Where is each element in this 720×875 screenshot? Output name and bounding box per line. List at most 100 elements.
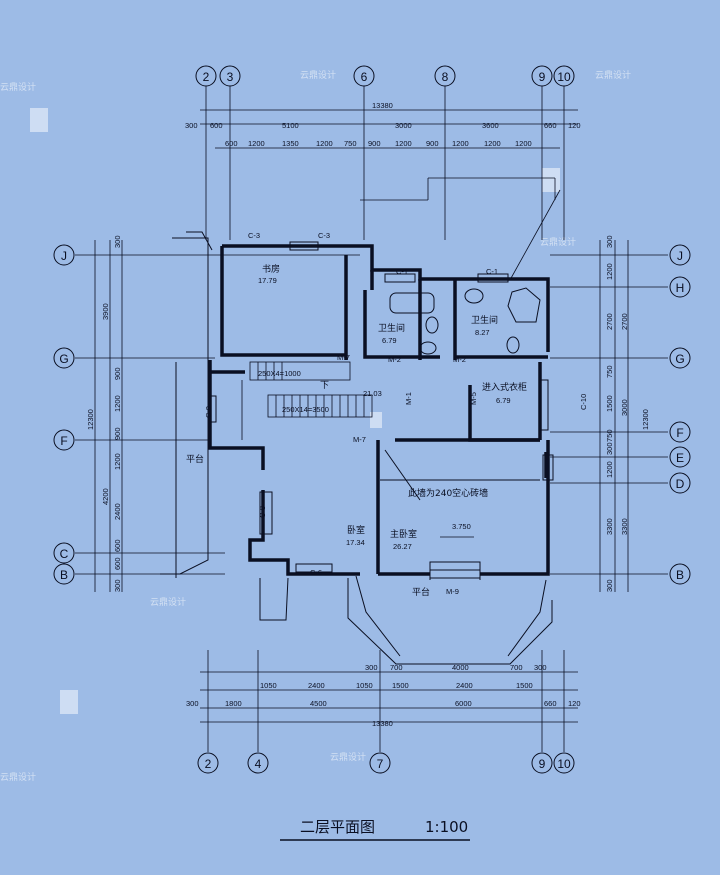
walls: [208, 244, 550, 576]
drawing-scale: 1:100: [425, 818, 468, 836]
svg-text:3000: 3000: [395, 121, 412, 130]
toilet-icon: [425, 316, 439, 334]
toilet-icon: [506, 336, 520, 354]
svg-text:12300: 12300: [86, 409, 95, 430]
svg-text:3: 3: [227, 70, 234, 84]
svg-text:300: 300: [605, 235, 614, 248]
svg-text:300: 300: [186, 699, 199, 708]
watermark-logos: [30, 108, 560, 714]
svg-text:1200: 1200: [605, 461, 614, 478]
room-name: 平台: [186, 453, 204, 465]
svg-text:B: B: [60, 568, 68, 582]
drawing-title: 二层平面图: [300, 818, 375, 836]
svg-text:8: 8: [442, 70, 449, 84]
svg-text:C-3: C-3: [318, 231, 330, 240]
svg-text:1200: 1200: [316, 139, 333, 148]
svg-text:300: 300: [113, 579, 122, 592]
svg-text:600: 600: [210, 121, 223, 130]
svg-text:300: 300: [605, 579, 614, 592]
svg-text:300: 300: [534, 663, 547, 672]
svg-text:1050: 1050: [260, 681, 277, 690]
svg-text:J: J: [677, 249, 683, 263]
svg-text:2400: 2400: [456, 681, 473, 690]
axis-bubbles: [53, 65, 691, 774]
axis-labels: 2 3 6 8 9 10 2 4 7 9 10 J G F C B J H G …: [59, 70, 684, 771]
svg-text:4: 4: [255, 757, 262, 771]
svg-text:1200: 1200: [484, 139, 501, 148]
svg-text:2700: 2700: [605, 313, 614, 330]
svg-text:120: 120: [568, 699, 581, 708]
svg-text:C-1: C-1: [396, 267, 408, 276]
room-name: 主卧室: [390, 528, 417, 540]
svg-text:D: D: [676, 477, 685, 491]
svg-text:750: 750: [605, 365, 614, 378]
svg-text:750: 750: [344, 139, 357, 148]
svg-text:1500: 1500: [392, 681, 409, 690]
watermark-text: 云鼎设计: [300, 69, 336, 81]
svg-text:M-2: M-2: [388, 355, 401, 364]
watermark-text: 云鼎设计: [540, 236, 576, 248]
watermark-logo-icon: [30, 108, 48, 132]
watermark-logo-icon: [542, 168, 560, 192]
svg-text:4000: 4000: [452, 663, 469, 672]
svg-text:F: F: [60, 434, 67, 448]
svg-text:E: E: [676, 451, 684, 465]
room-area: 17.79: [258, 276, 277, 285]
svg-text:9: 9: [539, 70, 546, 84]
railings: [160, 231, 554, 665]
svg-text:700: 700: [390, 663, 403, 672]
watermark-text: 云鼎设计: [150, 596, 186, 608]
svg-text:M-1: M-1: [404, 392, 413, 405]
svg-text:J: J: [61, 249, 67, 263]
svg-text:1800: 1800: [225, 699, 242, 708]
room-area: 6.79: [382, 336, 397, 345]
svg-text:300: 300: [185, 121, 198, 130]
svg-text:2700: 2700: [620, 313, 629, 330]
bathroom-fixtures: [389, 287, 541, 355]
svg-text:700: 700: [510, 663, 523, 672]
svg-text:1200: 1200: [605, 263, 614, 280]
svg-text:2: 2: [203, 70, 210, 84]
svg-text:900: 900: [426, 139, 439, 148]
svg-text:600: 600: [113, 557, 122, 570]
svg-text:1200: 1200: [113, 395, 122, 412]
svg-text:3000: 3000: [620, 399, 629, 416]
svg-text:1500: 1500: [516, 681, 533, 690]
corner-tub-icon: [507, 287, 541, 323]
room-area: 6.79: [496, 396, 511, 405]
svg-text:2400: 2400: [308, 681, 325, 690]
svg-text:6: 6: [361, 70, 368, 84]
svg-text:4200: 4200: [101, 488, 110, 505]
svg-text:C-1: C-1: [486, 267, 498, 276]
svg-text:660: 660: [544, 121, 557, 130]
svg-text:C-3: C-3: [248, 231, 260, 240]
svg-text:1200: 1200: [515, 139, 532, 148]
hall-area: 21.03: [363, 389, 382, 398]
room-area: 26.27: [393, 542, 412, 551]
watermark-text: 云鼎设计: [0, 81, 36, 93]
svg-text:C-6: C-6: [310, 568, 322, 577]
svg-text:H: H: [676, 281, 685, 295]
svg-text:300: 300: [605, 442, 614, 455]
svg-text:600: 600: [113, 539, 122, 552]
svg-text:G: G: [59, 352, 68, 366]
svg-text:120: 120: [568, 121, 581, 130]
basin-icon: [419, 341, 437, 355]
svg-text:3900: 3900: [101, 303, 110, 320]
svg-text:3300: 3300: [620, 518, 629, 535]
svg-text:750: 750: [605, 429, 614, 442]
watermark-logo-icon: [60, 690, 78, 714]
room-name: 书房: [262, 263, 280, 275]
svg-text:M-5: M-5: [469, 392, 478, 405]
svg-text:C-10: C-10: [579, 394, 588, 410]
svg-text:13380: 13380: [372, 719, 393, 728]
svg-text:7: 7: [377, 757, 384, 771]
svg-text:300: 300: [113, 235, 122, 248]
svg-text:13380: 13380: [372, 101, 393, 110]
room-name: 平台: [412, 586, 430, 598]
svg-text:1350: 1350: [282, 139, 299, 148]
staircase: [241, 361, 373, 440]
svg-text:2: 2: [205, 757, 212, 771]
svg-text:900: 900: [113, 427, 122, 440]
svg-text:1200: 1200: [452, 139, 469, 148]
